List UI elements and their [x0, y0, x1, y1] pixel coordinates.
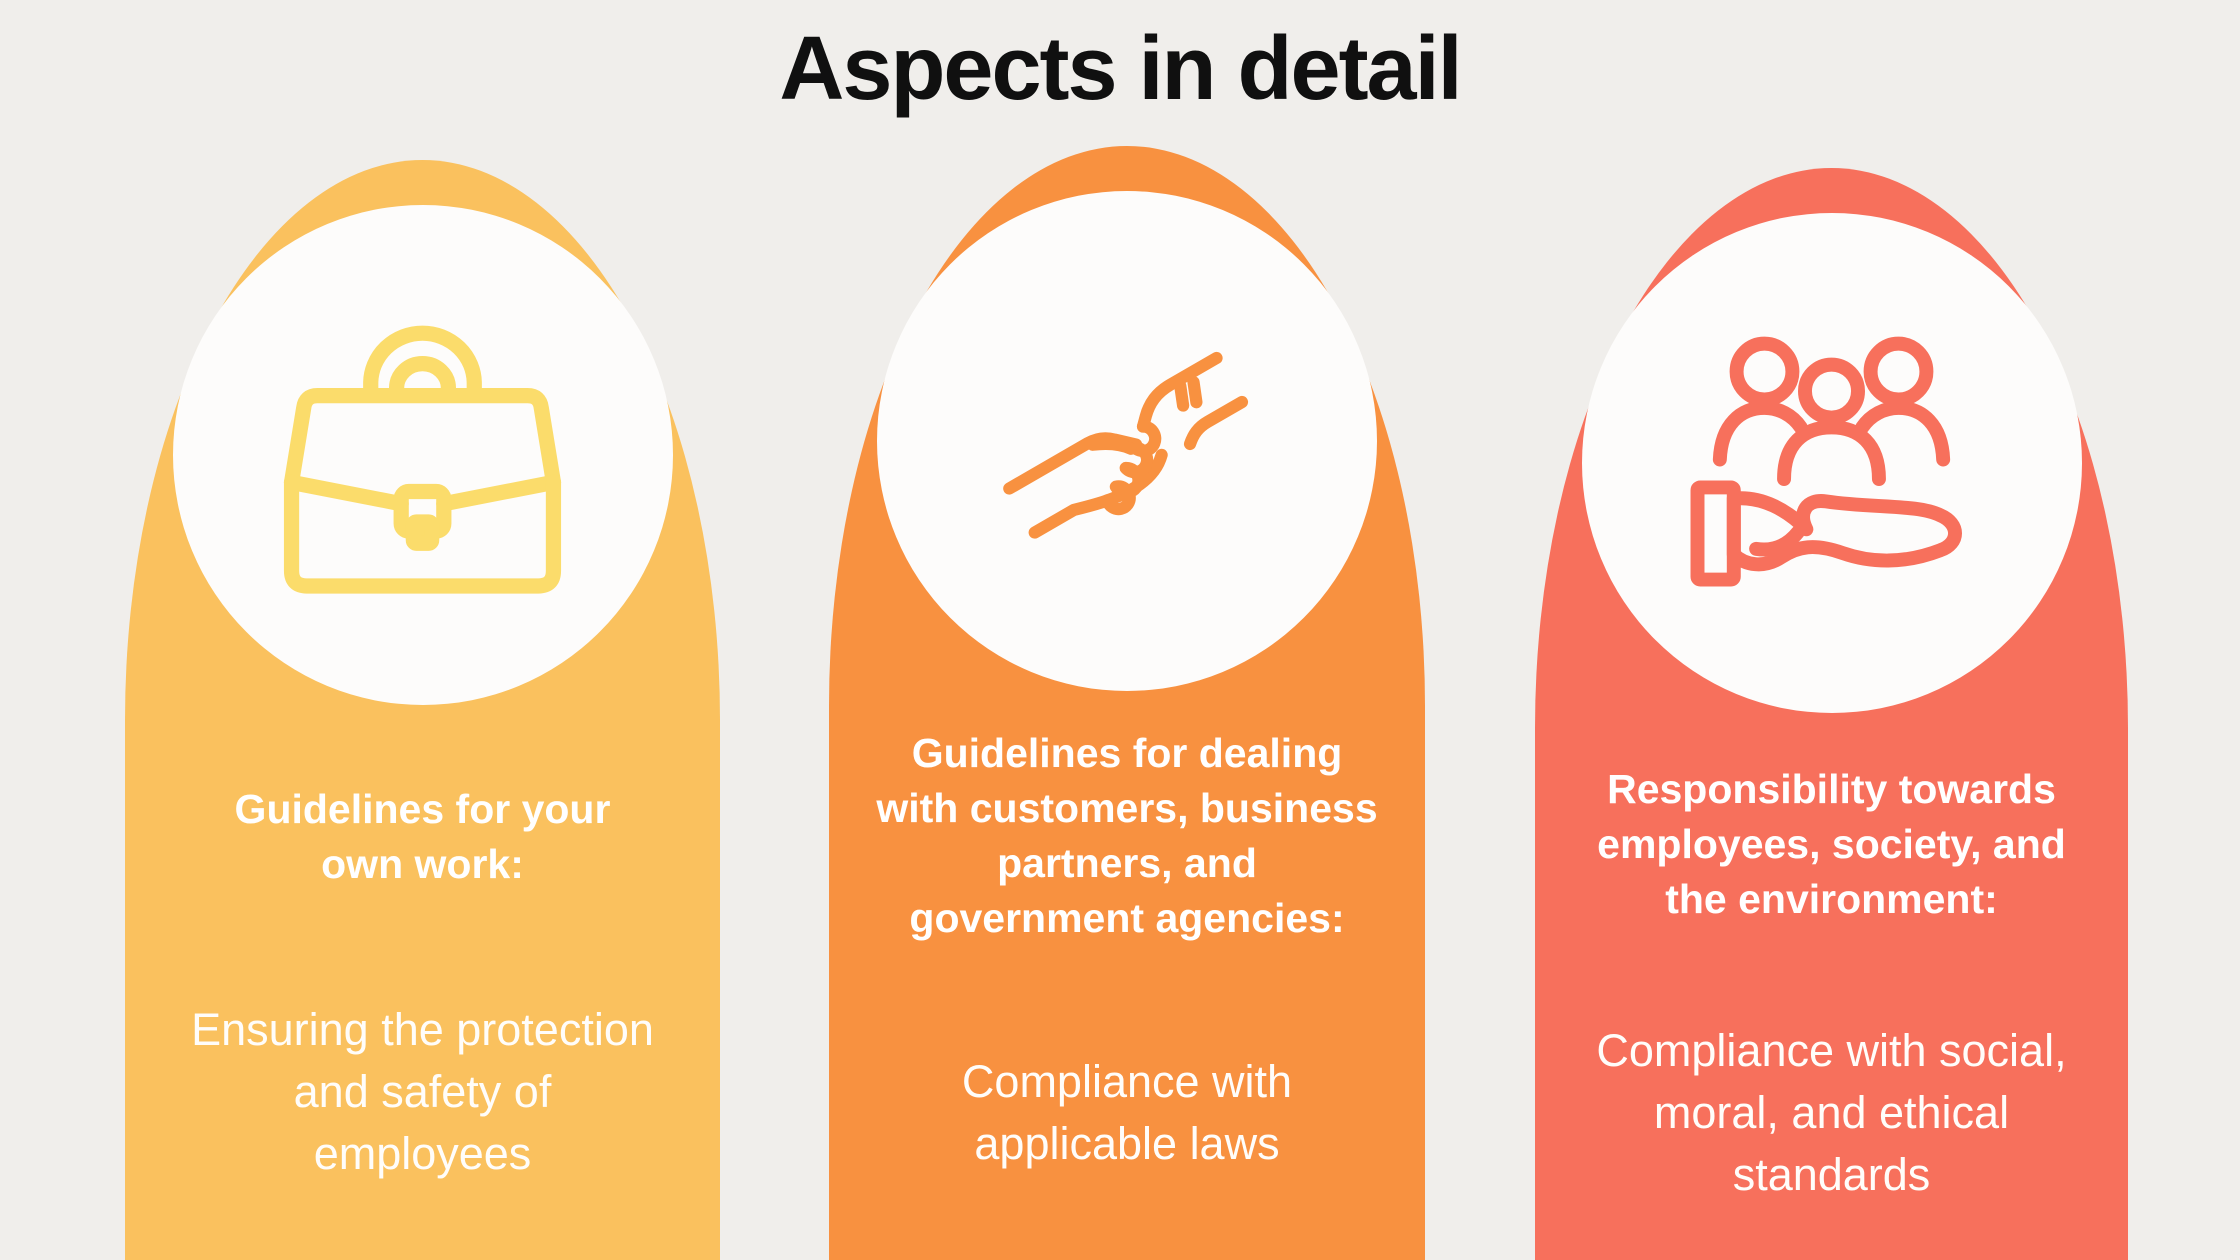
card-heading: Guidelines for dealing with customers, b…: [876, 730, 1378, 941]
briefcase-icon: [283, 325, 562, 594]
icon-circle: [877, 191, 1377, 691]
card-body-text: Compliance with applicable laws: [961, 1056, 1293, 1169]
card-heading: Responsibility towards employees, societ…: [1597, 766, 2066, 922]
people-in-hand-icon: [1690, 336, 1962, 587]
card-own-work: Guidelines for your own work: Ensuring t…: [125, 160, 720, 1260]
card-heading: Guidelines for your own work:: [234, 786, 611, 887]
icon-circle: [1581, 213, 2082, 713]
page-title: Aspects in detail: [779, 19, 1462, 119]
card-body-text: Ensuring the protection and safety of em…: [191, 1004, 654, 1179]
card-responsibility: Responsibility towards employees, societ…: [1535, 168, 2128, 1260]
handshake-icon: [1002, 351, 1248, 539]
card-dealing-with-customers: Guidelines for dealing with customers, b…: [829, 146, 1425, 1260]
icon-circle: [172, 205, 673, 705]
card-body-text: Compliance with social, moral, and ethic…: [1596, 1025, 2067, 1200]
